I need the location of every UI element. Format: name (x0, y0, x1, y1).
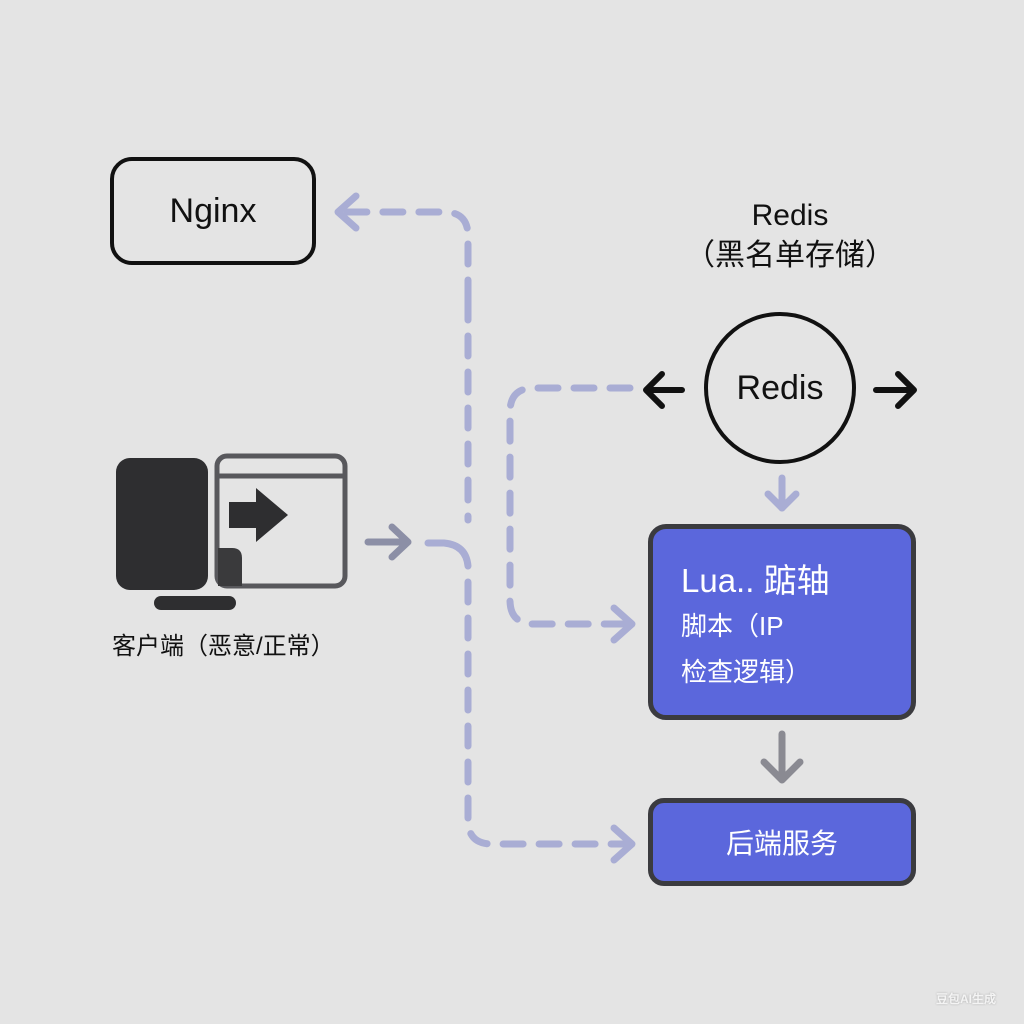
lua-line-1: 脚本（IP (681, 611, 784, 641)
redis-node: Redis (704, 312, 856, 464)
client-label: 客户端（恶意/正常） (112, 633, 335, 660)
watermark: 豆包AI生成 (936, 992, 997, 1006)
lua-script-node: Lua.. 踮轴 脚本（IP 检查逻辑） (648, 524, 916, 720)
edge-redis-to-lua-dashed (506, 384, 634, 628)
arrowhead-redis-down (764, 490, 800, 512)
nginx-node: Nginx (110, 157, 316, 265)
redis-caption-subtitle: （黑名单存储） (685, 239, 895, 272)
arrowhead-nginx (334, 192, 360, 232)
lua-line-2: 检查逻辑） (681, 657, 812, 687)
backend-node: 后端服务 (648, 798, 916, 886)
edge-client-junction (424, 539, 472, 570)
lua-title: Lua.. 踮轴 (681, 562, 830, 599)
edge-client-to-nginx (342, 208, 472, 304)
redis-caption-title: Redis (751, 199, 829, 232)
redis-caption: Redis （黑名单存储） (680, 196, 900, 276)
arrowhead-backend (610, 824, 636, 864)
redis-right-arrow-icon (873, 371, 917, 409)
arrowhead-lua (610, 604, 636, 644)
backend-label: 后端服务 (725, 828, 838, 859)
redis-label: Redis (736, 368, 824, 407)
nginx-label: Nginx (169, 191, 257, 230)
client-computer-icon (116, 453, 348, 610)
edge-trunk-down (464, 578, 634, 848)
redis-left-arrow-icon (643, 371, 685, 409)
client-output-arrow (364, 523, 412, 561)
edge-lua-to-backend (760, 730, 804, 784)
